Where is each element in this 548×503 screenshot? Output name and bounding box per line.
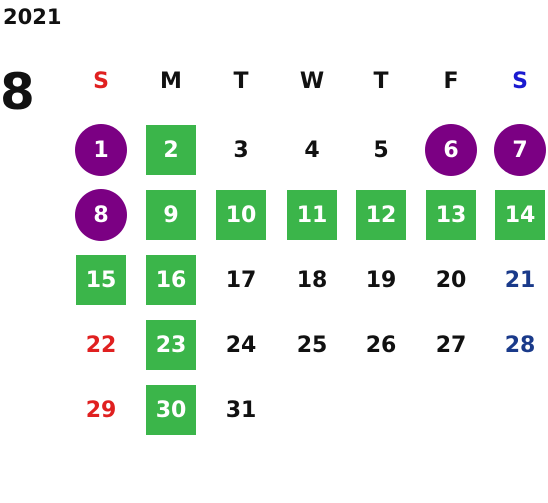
month-number: 8	[0, 63, 35, 121]
day-cell-29[interactable]: 29	[85, 397, 117, 423]
day-cell-31[interactable]: 31	[225, 397, 257, 423]
day-cell-18[interactable]: 18	[296, 267, 328, 293]
year-label: 2021	[3, 5, 62, 29]
day-cell-2[interactable]: 2	[146, 125, 196, 175]
weekday-header-5: F	[443, 69, 459, 94]
day-cell-5[interactable]: 5	[373, 137, 389, 163]
day-cell-15[interactable]: 15	[76, 255, 126, 305]
day-cell-25[interactable]: 25	[296, 332, 328, 358]
day-cell-24[interactable]: 24	[225, 332, 257, 358]
day-cell-3[interactable]: 3	[233, 137, 249, 163]
day-cell-22[interactable]: 22	[85, 332, 117, 358]
day-cell-4[interactable]: 4	[304, 137, 320, 163]
day-cell-7[interactable]: 7	[494, 124, 546, 176]
weekday-header-2: T	[233, 69, 249, 94]
day-cell-12[interactable]: 12	[356, 190, 406, 240]
day-cell-27[interactable]: 27	[435, 332, 467, 358]
day-cell-10[interactable]: 10	[216, 190, 266, 240]
day-cell-30[interactable]: 30	[146, 385, 196, 435]
weekday-header-0: S	[93, 69, 109, 94]
day-cell-20[interactable]: 20	[435, 267, 467, 293]
day-cell-6[interactable]: 6	[425, 124, 477, 176]
weekday-header-4: T	[373, 69, 389, 94]
weekday-header-3: W	[299, 69, 325, 94]
day-cell-21[interactable]: 21	[504, 267, 536, 293]
day-cell-9[interactable]: 9	[146, 190, 196, 240]
weekday-header-1: M	[160, 69, 182, 94]
day-cell-16[interactable]: 16	[146, 255, 196, 305]
day-cell-19[interactable]: 19	[365, 267, 397, 293]
day-cell-13[interactable]: 13	[426, 190, 476, 240]
weekday-header-6: S	[512, 69, 528, 94]
day-cell-11[interactable]: 11	[287, 190, 337, 240]
day-cell-26[interactable]: 26	[365, 332, 397, 358]
day-cell-14[interactable]: 14	[495, 190, 545, 240]
day-cell-17[interactable]: 17	[225, 267, 257, 293]
day-cell-1[interactable]: 1	[75, 124, 127, 176]
day-cell-28[interactable]: 28	[504, 332, 536, 358]
day-cell-8[interactable]: 8	[75, 189, 127, 241]
day-cell-23[interactable]: 23	[146, 320, 196, 370]
